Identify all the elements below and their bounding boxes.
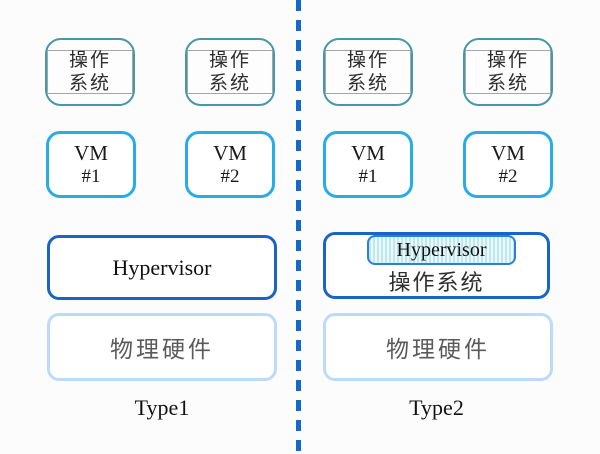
type1-guest-os-box-2: 操作 系统 xyxy=(185,38,275,106)
type1-vm1-box: VM #1 xyxy=(46,131,136,198)
type1-guest-os-box-1: 操作 系统 xyxy=(45,38,135,106)
type1-hypervisor-box: Hypervisor xyxy=(47,235,277,300)
guest-os-label-line1: 操作 xyxy=(208,50,251,71)
center-dashed-divider xyxy=(296,0,301,454)
hardware-label: 物理硬件 xyxy=(386,337,490,362)
vm-label: VM xyxy=(74,141,108,165)
type2-hardware-box: 物理硬件 xyxy=(323,313,553,381)
guest-os-label-line2: 系统 xyxy=(486,73,529,94)
vm-label: VM xyxy=(351,141,385,165)
type2-guest-os-box-2: 操作 系统 xyxy=(463,38,553,106)
guest-os-label-line1: 操作 xyxy=(346,50,389,71)
type2-caption: Type2 xyxy=(409,395,464,420)
type2-host-os-box: Hypervisor 操作系统 xyxy=(323,232,550,299)
type2-vm2-box: VM #2 xyxy=(463,131,553,198)
guest-os-label-line1: 操作 xyxy=(68,50,111,71)
hardware-label: 物理硬件 xyxy=(110,337,214,362)
guest-os-label-line1: 操作 xyxy=(486,50,529,71)
type1-vm2-box: VM #2 xyxy=(185,131,275,198)
host-os-label: 操作系统 xyxy=(388,270,485,295)
guest-os-label-line2: 系统 xyxy=(208,73,251,94)
vm-label: VM xyxy=(213,141,247,165)
type1-caption: Type1 xyxy=(134,395,190,420)
vm-number: #1 xyxy=(358,166,378,187)
vm-number: #1 xyxy=(81,166,101,187)
hypervisor-label: Hypervisor xyxy=(396,238,487,261)
vm-number: #2 xyxy=(498,166,518,187)
type2-vm1-box: VM #1 xyxy=(323,131,413,198)
type2-hypervisor-chip: Hypervisor xyxy=(367,235,516,265)
vm-number: #2 xyxy=(220,166,240,187)
type1-hardware-box: 物理硬件 xyxy=(47,313,277,381)
type2-guest-os-box-1: 操作 系统 xyxy=(323,38,413,106)
guest-os-label-line2: 系统 xyxy=(68,73,111,94)
guest-os-label-line2: 系统 xyxy=(346,73,389,94)
vm-label: VM xyxy=(491,141,525,165)
hypervisor-label: Hypervisor xyxy=(112,254,212,280)
